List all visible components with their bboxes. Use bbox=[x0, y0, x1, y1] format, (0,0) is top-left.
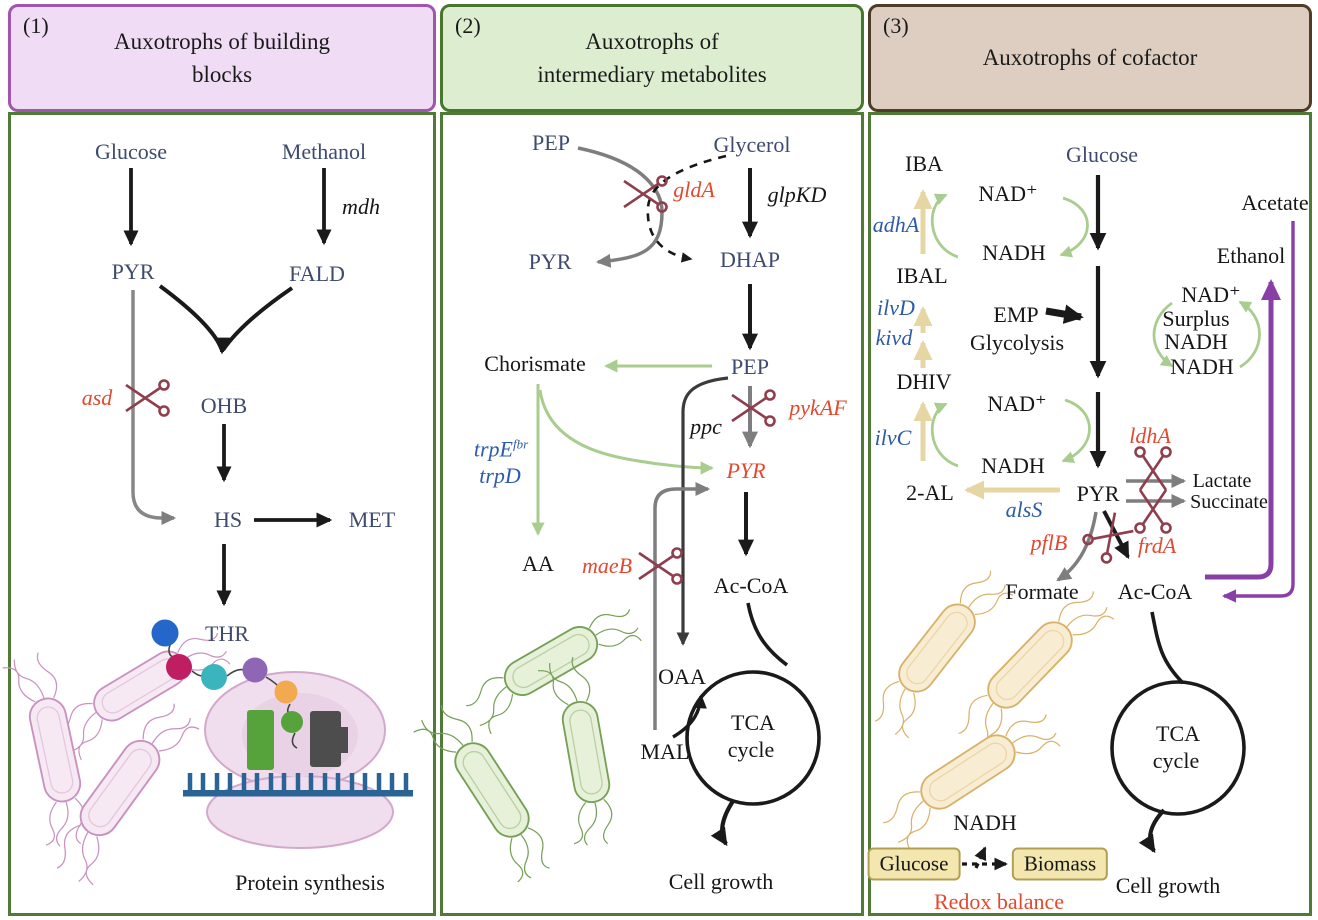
p3-formate-label: Formate bbox=[1005, 579, 1079, 604]
panel3-body bbox=[868, 112, 1312, 916]
panel1-header: (1) Auxotrophs of building blocks bbox=[8, 4, 436, 112]
p2-aa-label: AA bbox=[522, 551, 554, 576]
p3-cell-growth-label: Cell growth bbox=[1115, 873, 1221, 898]
panel3-title: Auxotrophs of cofactor bbox=[982, 45, 1198, 71]
p3-glucose-box: Glucose bbox=[867, 847, 961, 881]
p3-surplus-nadh-label-2: NADH bbox=[1170, 354, 1234, 379]
p1-caption: Protein synthesis bbox=[235, 870, 385, 895]
p1-methanol-label: Methanol bbox=[281, 139, 367, 164]
p2-maeB-gene-label: maeB bbox=[581, 553, 633, 578]
p3-accoa-label: Ac-CoA bbox=[1117, 579, 1193, 604]
panel2-body bbox=[440, 112, 864, 916]
p2-trpE-gene-label: trpEfbr bbox=[474, 437, 528, 460]
panel3-header: (3) Auxotrophs of cofactor bbox=[868, 4, 1312, 112]
p3-ldhA-gene-label: ldhA bbox=[1129, 423, 1171, 448]
p3-kivd-gene-label: kivd bbox=[875, 325, 913, 350]
p3-ilvC-gene-label: ilvC bbox=[874, 425, 912, 450]
p3-adhA-gene-label: adhA bbox=[872, 212, 920, 237]
panel1-title-line1: Auxotrophs of building bbox=[114, 28, 330, 54]
p3-ibal-label: IBAL bbox=[896, 263, 948, 288]
p2-gldA-gene-label: gldA bbox=[673, 177, 715, 202]
p2-pykAF-gene-label: pykAF bbox=[789, 395, 847, 420]
p2-tca-label-line1: TCA bbox=[731, 710, 775, 735]
p3-emp-label: EMP bbox=[993, 302, 1039, 327]
p1-mdh-gene-label: mdh bbox=[342, 194, 380, 219]
p1-met-label: MET bbox=[348, 507, 396, 532]
p3-pyr-label: PYR bbox=[1076, 481, 1120, 506]
p3-acetate-label: Acetate bbox=[1241, 190, 1309, 215]
p3-redox-balance-label: Redox balance bbox=[933, 889, 1065, 914]
p3-surplus-label: Surplus bbox=[1162, 306, 1230, 331]
p3-dhiv-label: DHIV bbox=[896, 369, 952, 394]
p1-ohb-label: OHB bbox=[200, 393, 248, 418]
p1-fald-label: FALD bbox=[289, 261, 345, 286]
p3-2al-label: 2-AL bbox=[906, 480, 954, 505]
p3-pflB-gene-label: pflB bbox=[1030, 530, 1068, 555]
p3-ethanol-label: Ethanol bbox=[1216, 243, 1286, 268]
p1-glucose-label: Glucose bbox=[94, 139, 168, 164]
p3-nadh-label-1: NADH bbox=[982, 240, 1046, 265]
p3-lactate-label: Lactate bbox=[1192, 470, 1252, 492]
p3-tca-label-line2: cycle bbox=[1152, 748, 1200, 773]
panel2-number: (2) bbox=[455, 13, 481, 38]
p3-iba-label: IBA bbox=[905, 151, 943, 176]
p2-tca-label-line2: cycle bbox=[727, 737, 775, 762]
p3-biomass-box: Biomass bbox=[1011, 847, 1109, 881]
p3-glucose-label: Glucose bbox=[1065, 142, 1139, 167]
p2-pep-label: PEP bbox=[731, 354, 769, 379]
p3-alsS-gene-label: alsS bbox=[1005, 497, 1043, 522]
p2-glpKD-gene-label: glpKD bbox=[767, 182, 827, 207]
panel2-header: (2) Auxotrophs of intermediary metabolit… bbox=[440, 4, 864, 112]
p3-ilvD-gene-label: ilvD bbox=[877, 295, 915, 320]
p2-mal-label: MAL bbox=[640, 739, 690, 764]
p2-chorismate-label: Chorismate bbox=[484, 351, 586, 376]
p3-glycolysis-label: Glycolysis bbox=[969, 330, 1065, 355]
p1-pyr-label: PYR bbox=[111, 259, 155, 284]
p2-trpE-base: trpE bbox=[473, 436, 513, 462]
p3-nad-plus-surplus-label: NAD⁺ bbox=[1181, 282, 1241, 307]
p2-glycerol-label: Glycerol bbox=[713, 132, 791, 157]
p2-dhap-label: DHAP bbox=[720, 247, 780, 272]
p3-nadh-label-2: NADH bbox=[981, 453, 1045, 478]
p3-nad-plus-label-1: NAD⁺ bbox=[978, 181, 1038, 206]
panel2-title-line1: Auxotrophs of bbox=[585, 28, 719, 54]
pan2-title-line2: intermediary metabolites bbox=[537, 62, 767, 87]
p3-succinate-label: Succinate bbox=[1190, 491, 1268, 513]
p1-hs-label: HS bbox=[213, 507, 243, 532]
panel1-number: (1) bbox=[23, 13, 49, 38]
panel1-title-line2: blocks bbox=[191, 62, 253, 87]
p3-frdA-gene-label: frdA bbox=[1137, 533, 1177, 558]
p2-trpD-gene-label: trpD bbox=[479, 463, 521, 488]
p2-trpE-superscript: fbr bbox=[512, 436, 529, 452]
p2-ppc-gene-label: ppc bbox=[690, 414, 722, 439]
p1-thr-label: THR bbox=[205, 621, 249, 646]
p2-pyr-top-label: PYR bbox=[528, 249, 572, 274]
p2-cell-growth-label: Cell growth bbox=[668, 869, 774, 894]
p3-tca-label-line1: TCA bbox=[1156, 721, 1200, 746]
p2-pep-top-label: PEP bbox=[532, 130, 570, 155]
p3-nadh-label-3: NADH bbox=[953, 810, 1017, 835]
p2-pyr-label: PYR bbox=[726, 458, 766, 483]
p2-accoa-label: Ac-CoA bbox=[713, 573, 789, 598]
p2-oaa-label: OAA bbox=[658, 664, 706, 689]
p1-asd-gene-label: asd bbox=[81, 385, 113, 410]
p3-nad-plus-label-2: NAD⁺ bbox=[987, 391, 1047, 416]
panel3-number: (3) bbox=[883, 13, 909, 38]
p3-surplus-nadh-label-1: NADH bbox=[1164, 329, 1228, 354]
